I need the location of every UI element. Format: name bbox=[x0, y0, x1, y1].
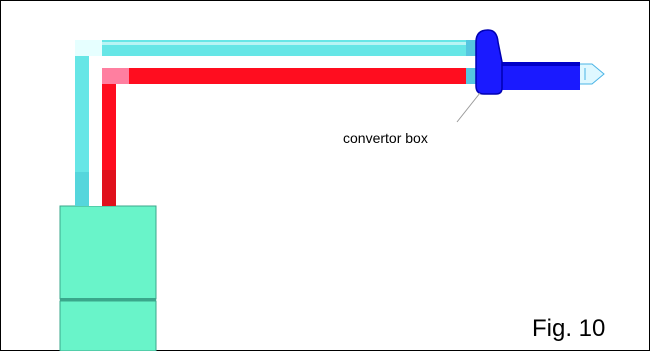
red-pipe-horizontal bbox=[129, 68, 466, 84]
cyan-pipe-vertical-lower bbox=[75, 172, 89, 206]
base-unit-divider bbox=[60, 298, 156, 301]
nozzle-barrel bbox=[500, 62, 580, 90]
base-unit-upper bbox=[59, 205, 157, 300]
cyan-pipe bbox=[75, 40, 476, 206]
cyan-pipe-corner bbox=[75, 40, 102, 56]
pipe-gap-horizontal bbox=[89, 56, 476, 68]
red-pipe-end bbox=[466, 68, 476, 84]
callout-label: convertor box bbox=[343, 130, 428, 146]
red-pipe bbox=[102, 68, 476, 206]
base-unit-lower bbox=[59, 300, 157, 351]
cyan-pipe-end bbox=[466, 40, 476, 56]
figure-caption: Fig. 10 bbox=[532, 315, 605, 342]
cyan-pipe-horizontal-highlight bbox=[102, 42, 466, 45]
nozzle-barrel-shade bbox=[500, 62, 580, 66]
pipe-gap bbox=[89, 56, 102, 206]
red-pipe-corner bbox=[102, 68, 129, 84]
callout-leader-line bbox=[456, 92, 481, 123]
base-unit-icon bbox=[59, 205, 157, 351]
cyan-pipe-vertical bbox=[75, 56, 89, 206]
convertor-box-icon bbox=[475, 29, 503, 95]
red-pipe-vertical-lower bbox=[102, 170, 116, 206]
